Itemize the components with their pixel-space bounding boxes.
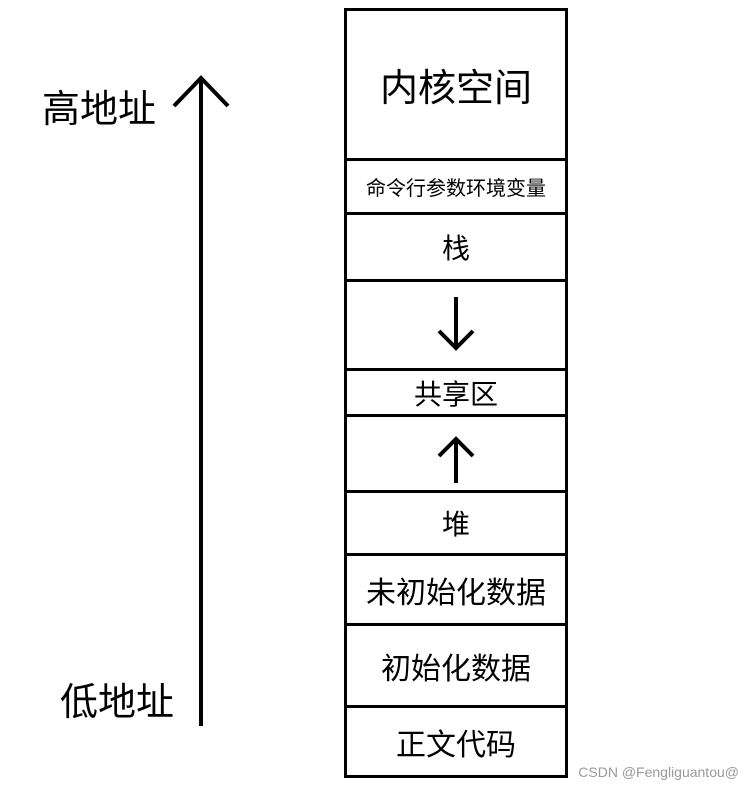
segment-label: 栈 bbox=[441, 232, 470, 265]
segment-stack-growth bbox=[347, 282, 565, 371]
segment-label: 未初始化数据 bbox=[366, 575, 546, 611]
high-address-label: 高地址 bbox=[42, 87, 157, 131]
segment-shared: 共享区 bbox=[347, 371, 565, 417]
segment-label: 共享区 bbox=[413, 377, 498, 411]
segment-label: 内核空间 bbox=[379, 66, 532, 110]
segment-cmdline-env: 命令行参数环境变量 bbox=[347, 161, 565, 215]
segment-bss: 未初始化数据 bbox=[347, 556, 565, 626]
segment-heap-growth bbox=[347, 417, 565, 493]
arrow-down-icon bbox=[437, 297, 475, 351]
memory-layout: 内核空间 命令行参数环境变量 栈 共享区 堆 未初始化数据 初始化数据 正文代码 bbox=[344, 8, 568, 778]
segment-text: 正文代码 bbox=[347, 708, 565, 775]
segment-kernel: 内核空间 bbox=[347, 11, 565, 161]
segment-label: 正文代码 bbox=[396, 727, 516, 763]
segment-heap: 堆 bbox=[347, 493, 565, 556]
segment-label: 堆 bbox=[441, 508, 470, 541]
segment-data: 初始化数据 bbox=[347, 626, 565, 708]
low-address-label: 低地址 bbox=[60, 680, 175, 724]
segment-label: 命令行参数环境变量 bbox=[366, 176, 546, 200]
arrow-up-icon bbox=[437, 435, 475, 483]
segment-stack: 栈 bbox=[347, 215, 565, 282]
segment-label: 初始化数据 bbox=[381, 651, 531, 687]
watermark: CSDN @Fengliguantou@ bbox=[578, 764, 739, 780]
